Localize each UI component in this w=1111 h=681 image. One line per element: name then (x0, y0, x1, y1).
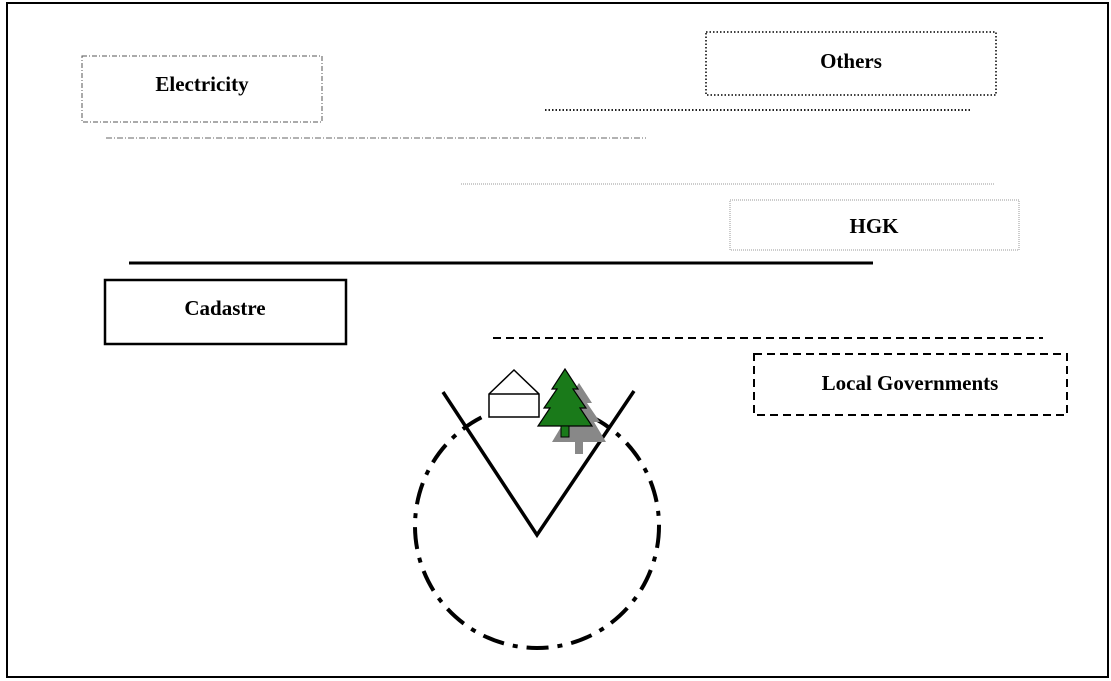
electricity-box (81, 55, 323, 123)
local-governments-box (753, 353, 1068, 416)
hgk-box (729, 199, 1020, 251)
others-box (705, 31, 997, 96)
tree-icon (536, 367, 606, 454)
others-label: Others (820, 49, 882, 73)
local-governments-label: Local Governments (822, 371, 999, 395)
hgk-label: HGK (849, 214, 899, 238)
electricity-label: Electricity (155, 72, 249, 96)
diagram-frame (6, 2, 1109, 678)
view-circle (413, 402, 661, 650)
house-icon (488, 368, 540, 418)
cadastre-label: Cadastre (184, 296, 265, 320)
cadastre-box (103, 278, 348, 346)
